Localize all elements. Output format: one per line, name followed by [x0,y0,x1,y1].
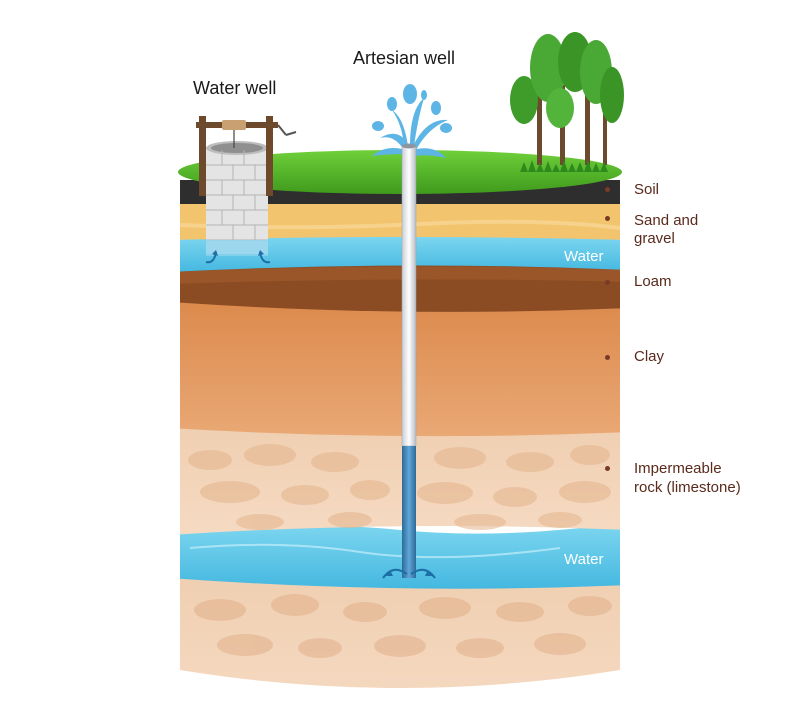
water-lower-label: Water [564,551,604,568]
rock-label-2: rock (limestone) [634,479,741,496]
rock-layer-lower [180,575,620,688]
soil-marker [605,187,610,192]
clay-marker [605,355,610,360]
fountain-spray [372,84,452,158]
soil-label: Soil [634,181,660,198]
sand-marker [605,216,610,221]
trees [510,32,624,172]
sand-gravel-layer [180,200,620,240]
loam-label: Loam [634,273,672,290]
clay-label: Clay [634,348,665,365]
water-well [196,116,297,264]
ground-layers [180,180,620,688]
clay-layer [180,300,620,437]
grass-surface [178,150,622,194]
loam-marker [605,280,610,285]
sand-gravel-label-2: gravel [634,230,675,247]
artesian-well-title: Artesian well [353,48,456,68]
water-upper-label: Water [564,248,604,265]
artesian-pipe [382,143,436,579]
lower-stones [194,594,612,658]
water-layer-upper [180,235,620,272]
water-well-title: Water well [193,78,277,98]
limestone-stones [188,444,611,530]
rock-label-1: Impermeable [634,460,722,477]
rock-marker [605,466,610,471]
sand-gravel-label-1: Sand and [634,212,699,229]
